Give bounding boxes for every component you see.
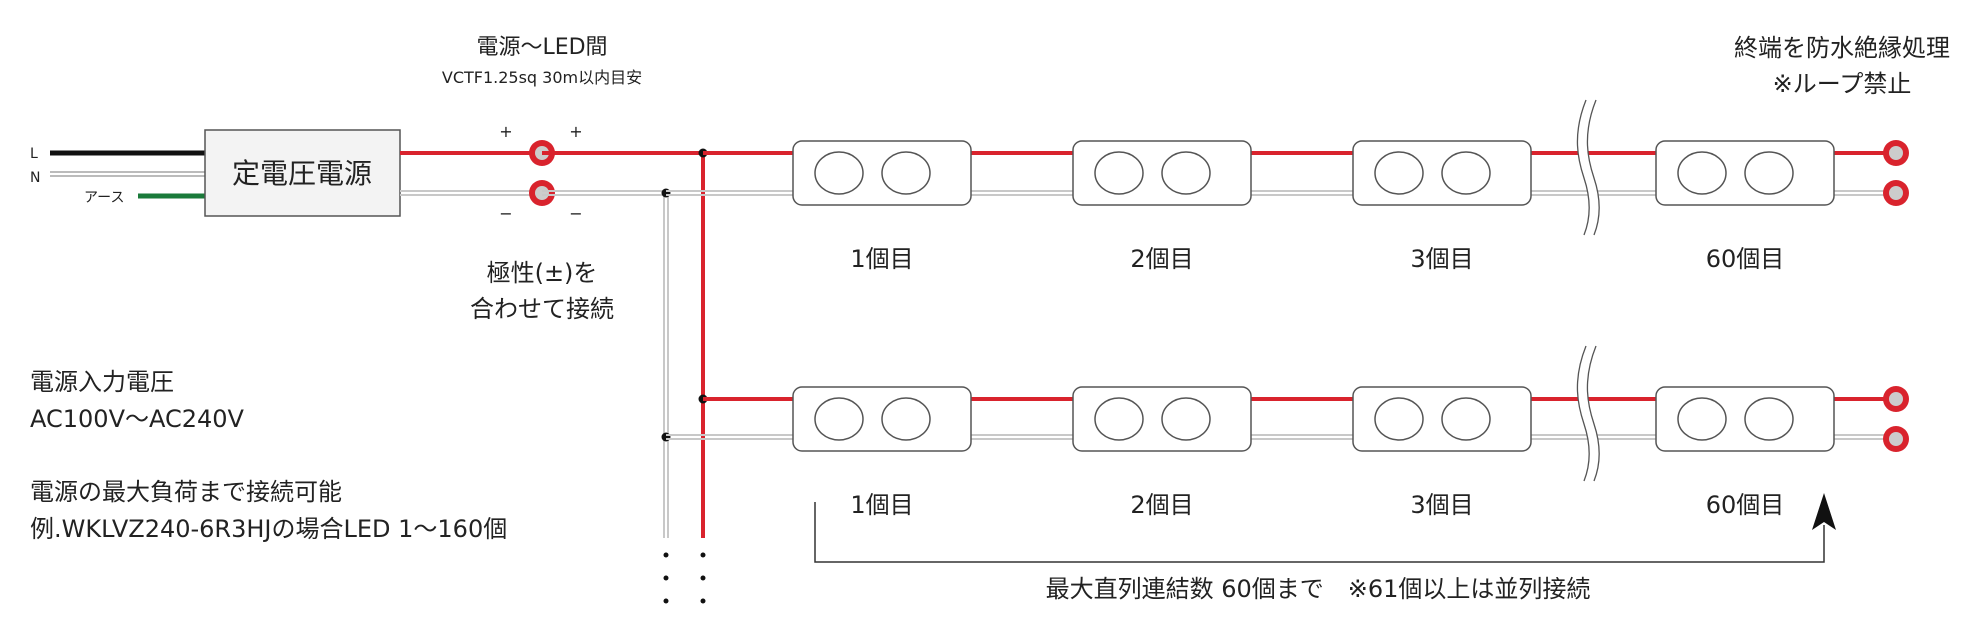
junction-dot [661, 432, 671, 442]
label-l: L [30, 146, 38, 162]
power-supply-label: 定電圧電源 [232, 157, 372, 190]
break-mark [1576, 99, 1600, 236]
continuation-dots [663, 552, 706, 604]
polarity-line2: 合わせて接続 [470, 295, 614, 323]
end-cap-negative [1883, 180, 1909, 206]
power-supply-box [204, 129, 401, 217]
input-voltage-line1: 電源入力電圧 [30, 368, 174, 396]
led-module [1072, 140, 1252, 206]
module-label: 60個目 [1706, 491, 1785, 519]
led-module [792, 140, 972, 206]
led-row-2: 1個目 2個目 3個目 60個目 [666, 345, 1909, 519]
plus-left: + [499, 122, 512, 141]
led-row-1: 1個目 2個目 3個目 60個目 [666, 99, 1909, 273]
end-cap-positive [1883, 386, 1909, 412]
arrow-up-icon [1812, 493, 1836, 530]
break-mark [1576, 345, 1600, 482]
module-label: 1個目 [850, 491, 913, 519]
minus-right: − [569, 204, 582, 223]
mains-input: L N アース [30, 146, 205, 206]
led-module [792, 386, 972, 452]
led-module [1072, 386, 1252, 452]
module-label: 3個目 [1410, 245, 1473, 273]
end-note-line2: ※ループ禁止 [1773, 70, 1912, 98]
max-load-line2: 例.WKLVZ240-6R3HJの場合LED 1〜160個 [30, 515, 507, 543]
connector-negative [529, 180, 555, 206]
module-label: 2個目 [1130, 491, 1193, 519]
polarity-line1: 極性(±)を [487, 259, 598, 287]
end-cap-negative [1883, 426, 1909, 452]
series-note: 最大直列連結数 60個まで ※61個以上は並列接続 [1046, 575, 1591, 603]
module-label: 1個目 [850, 245, 913, 273]
minus-left: − [499, 204, 512, 223]
led-module [1655, 140, 1835, 206]
plus-right: + [569, 122, 582, 141]
end-cap-positive [1883, 140, 1909, 166]
module-label: 2個目 [1130, 245, 1193, 273]
max-load-line1: 電源の最大負荷まで接続可能 [30, 478, 342, 506]
led-module [1655, 386, 1835, 452]
label-earth: アース [84, 190, 124, 206]
cable-spec: VCTF1.25sq 30m以内目安 [442, 68, 642, 87]
series-limit-bracket [814, 493, 1836, 563]
label-n: N [30, 170, 40, 186]
led-module [1352, 386, 1532, 452]
module-label: 60個目 [1706, 245, 1785, 273]
input-voltage-line2: AC100V〜AC240V [30, 405, 245, 433]
module-label: 3個目 [1410, 491, 1473, 519]
junction-dot [661, 188, 671, 198]
power-supply: 定電圧電源 [204, 129, 401, 217]
led-module [1352, 140, 1532, 206]
cable-title: 電源〜LED間 [476, 35, 607, 60]
end-note-line1: 終端を防水絶縁処理 [1734, 34, 1950, 62]
